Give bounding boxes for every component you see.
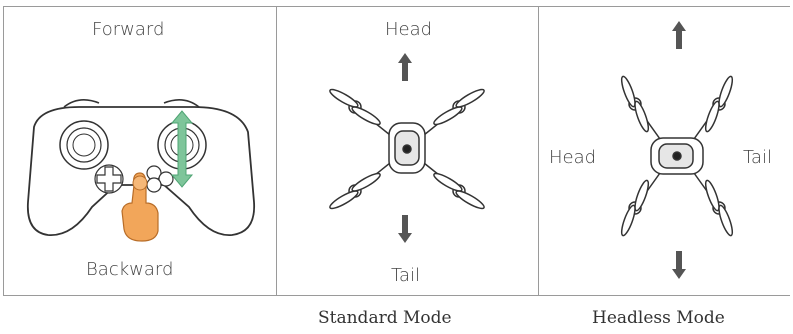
controller-illustration <box>26 99 255 242</box>
up-arrow-icon <box>398 53 412 81</box>
down-arrow-icon <box>398 215 412 243</box>
headless-mode-panel: Head Tail <box>538 6 790 296</box>
standard-mode-panel: Head Tail <box>276 6 539 296</box>
finger-icon <box>121 172 159 242</box>
standard-mode-caption: Standard Mode <box>318 308 452 328</box>
head-label: Head <box>549 147 597 168</box>
backward-label: Backward <box>86 259 174 280</box>
tail-label: Tail <box>391 265 421 286</box>
down-arrow-icon <box>672 251 686 279</box>
controller-panel: Forward Backward <box>3 6 277 296</box>
up-arrow-icon <box>672 21 686 49</box>
forward-label: Forward <box>92 19 165 40</box>
drone-headless-illustration <box>620 75 734 237</box>
stick-direction-arrow <box>170 110 194 188</box>
drone-standard-illustration <box>329 88 485 210</box>
tail-label: Tail <box>743 147 773 168</box>
headless-mode-caption: Headless Mode <box>592 308 725 328</box>
head-label: Head <box>385 19 433 40</box>
